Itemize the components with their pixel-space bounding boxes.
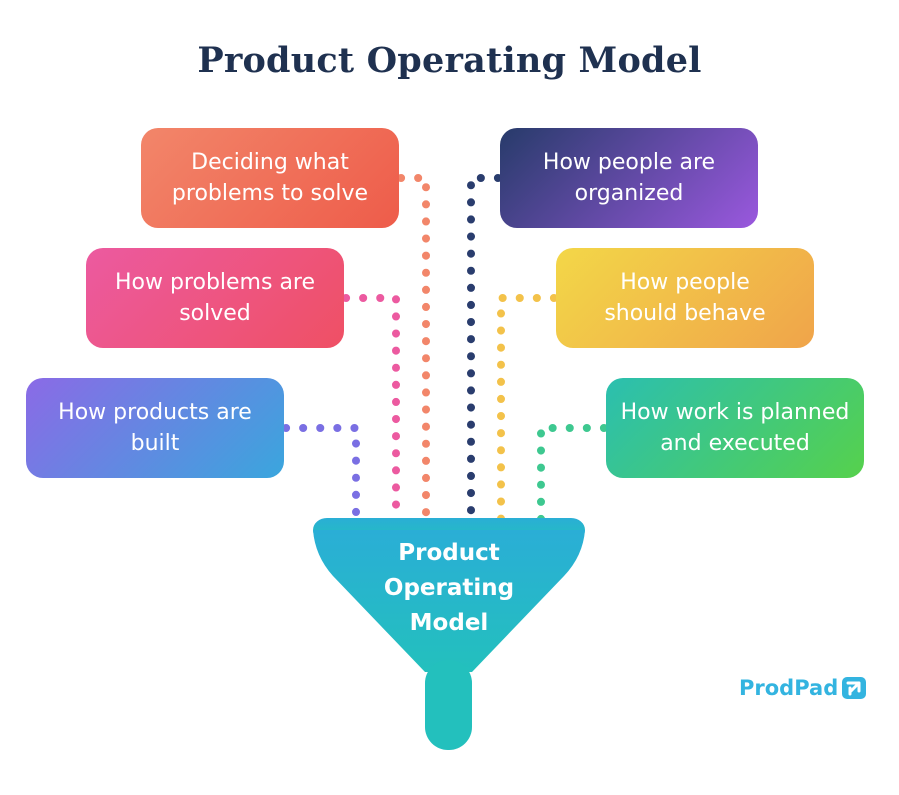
input-label-line: built: [130, 431, 180, 456]
connector-line-5: [497, 294, 558, 524]
input-people-organized: How people are organized: [500, 128, 758, 228]
input-label-line: How people are: [542, 150, 716, 175]
funnel-shape: [313, 518, 585, 750]
input-label-line: problems to solve: [171, 181, 369, 206]
funnel-label-line: Operating: [383, 575, 515, 601]
diagram-title: Product Operating Model: [197, 40, 702, 81]
funnel-label: Product Operating Model: [334, 536, 564, 641]
connector-line-1: [397, 174, 430, 524]
input-products-built: How products are built: [26, 378, 284, 478]
connector-line-6: [537, 424, 608, 524]
input-label-line: How people: [620, 270, 750, 295]
connector-line-3: [282, 424, 360, 524]
input-label-line: should behave: [604, 301, 766, 326]
input-label-line: How problems are: [114, 270, 316, 295]
funnel-label-line: Model: [409, 610, 489, 636]
input-work-planned: How work is planned and executed: [606, 378, 864, 478]
funnel-label-line: Product: [398, 540, 500, 566]
input-label-line: organized: [574, 181, 684, 206]
brand-name: ProdPad: [739, 676, 839, 700]
brand-logo: ProdPad: [739, 676, 867, 700]
input-label-line: Deciding what: [191, 150, 349, 175]
input-label-line: solved: [179, 301, 251, 326]
input-label-line: How work is planned: [620, 400, 850, 425]
connector-line-4: [467, 174, 502, 524]
input-people-behave: How people should behave: [556, 248, 814, 348]
input-problems-solved: How problems are solved: [86, 248, 344, 348]
connector-line-2: [342, 294, 400, 524]
input-deciding-problems: Deciding what problems to solve: [141, 128, 399, 228]
prodpad-logo-icon: [842, 677, 867, 699]
input-label-line: and executed: [660, 431, 810, 456]
input-label-line: How products are: [58, 400, 252, 425]
